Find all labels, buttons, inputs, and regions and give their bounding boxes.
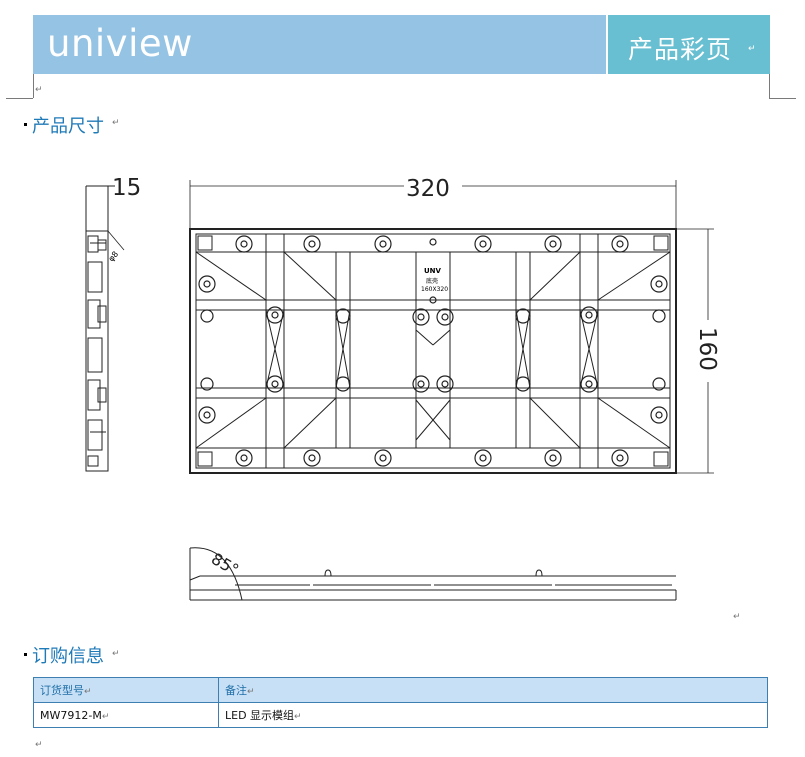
header-banner bbox=[33, 15, 606, 74]
thickness-label: 15 bbox=[112, 175, 141, 201]
brand-logo: uniview bbox=[47, 22, 193, 65]
table-cell-model: MW7912-M↵ bbox=[33, 702, 219, 728]
center-brand: UNV bbox=[424, 267, 442, 275]
header-title-box bbox=[608, 15, 770, 74]
height-label: 160 bbox=[694, 327, 720, 371]
center-label-2: 160X320 bbox=[421, 286, 448, 293]
paragraph-mark: ↵ bbox=[35, 85, 43, 95]
order-table: 订货型号↵ 备注↵ MW7912-M↵ LED 显示模组↵ bbox=[33, 677, 768, 728]
center-label-1: 底壳 bbox=[426, 277, 438, 285]
dimension-drawing: 15 320 160 85° φ8 UNV 底壳 160X320 bbox=[85, 175, 720, 601]
paragraph-mark: ↵ bbox=[35, 740, 43, 750]
bottom-view bbox=[189, 547, 677, 601]
paragraph-mark: ↵ bbox=[733, 612, 741, 622]
crop-mark-right bbox=[769, 98, 796, 99]
width-label: 320 bbox=[406, 176, 450, 202]
screw-label: φ8 bbox=[107, 250, 121, 264]
heading-bullet bbox=[24, 653, 27, 656]
table-header-row: 订货型号↵ 备注↵ bbox=[33, 677, 768, 703]
section-heading-order: 订购信息 bbox=[32, 646, 104, 667]
paragraph-mark: ↵ bbox=[112, 118, 120, 128]
heading-bullet bbox=[24, 123, 27, 126]
page-title: 产品彩页 bbox=[628, 35, 733, 64]
crop-mark-left-v bbox=[33, 74, 34, 98]
angle-label: 85° bbox=[208, 549, 242, 580]
front-view bbox=[189, 228, 677, 474]
section-heading-dimensions: 产品尺寸 bbox=[32, 116, 104, 137]
crop-mark-left bbox=[6, 98, 33, 99]
table-cell-remark: LED 显示模组↵ bbox=[218, 702, 768, 728]
table-row: MW7912-M↵ LED 显示模组↵ bbox=[33, 702, 768, 728]
paragraph-mark: ↵ bbox=[748, 44, 756, 54]
mounting-bosses bbox=[198, 235, 668, 467]
table-header-model: 订货型号↵ bbox=[33, 677, 219, 703]
table-header-remark: 备注↵ bbox=[218, 677, 768, 703]
paragraph-mark: ↵ bbox=[112, 649, 120, 659]
dimension-lines bbox=[107, 180, 714, 474]
crop-mark-right-v bbox=[769, 74, 770, 98]
side-view bbox=[85, 185, 115, 472]
